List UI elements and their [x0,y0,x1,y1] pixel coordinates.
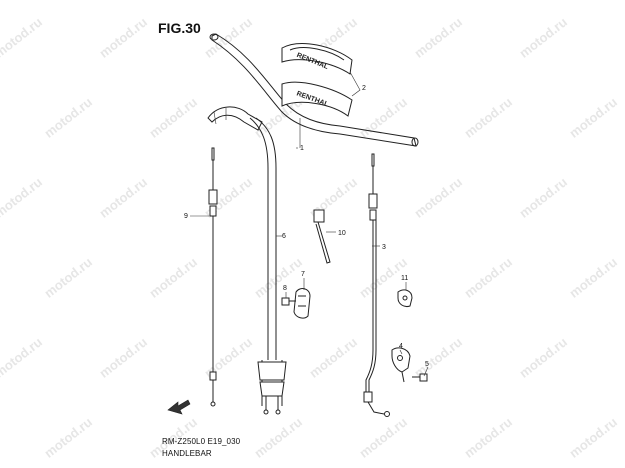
callout-1: 1 [300,145,304,152]
throttle-cable[interactable] [207,106,287,415]
figure-title: FIG.30 [158,20,201,36]
hot-start-cable[interactable] [208,147,218,407]
cable-tie[interactable] [313,209,331,264]
callout-7: 7 [301,271,305,278]
callout-3: 3 [382,244,386,251]
cable-guide[interactable] [293,288,311,319]
callout-9: 9 [184,213,188,220]
callout-4: 4 [399,343,403,350]
model-code: RM-Z250L0 E19_030 [162,437,241,446]
handlebar[interactable] [209,33,419,148]
callout-6: 6 [282,233,286,240]
front-arrow-icon [167,399,191,415]
clamp[interactable] [397,289,413,307]
callout-labels: 1 2 3 4 5 6 7 8 9 10 11 [184,85,429,368]
clutch-lever-bracket[interactable] [391,347,411,383]
clutch-cable[interactable] [363,153,390,417]
handlebar-pad[interactable]: RENTHAL RENTHAL [281,43,353,117]
callout-8: 8 [283,285,287,292]
callout-10: 10 [338,230,346,237]
leader-lines [190,71,429,377]
callout-11: 11 [401,275,408,282]
section-name: HANDLEBAR [162,449,212,458]
bolt[interactable] [281,297,296,306]
callout-2: 2 [362,85,366,92]
callout-5: 5 [425,361,429,368]
bolt-lower[interactable] [412,373,428,382]
